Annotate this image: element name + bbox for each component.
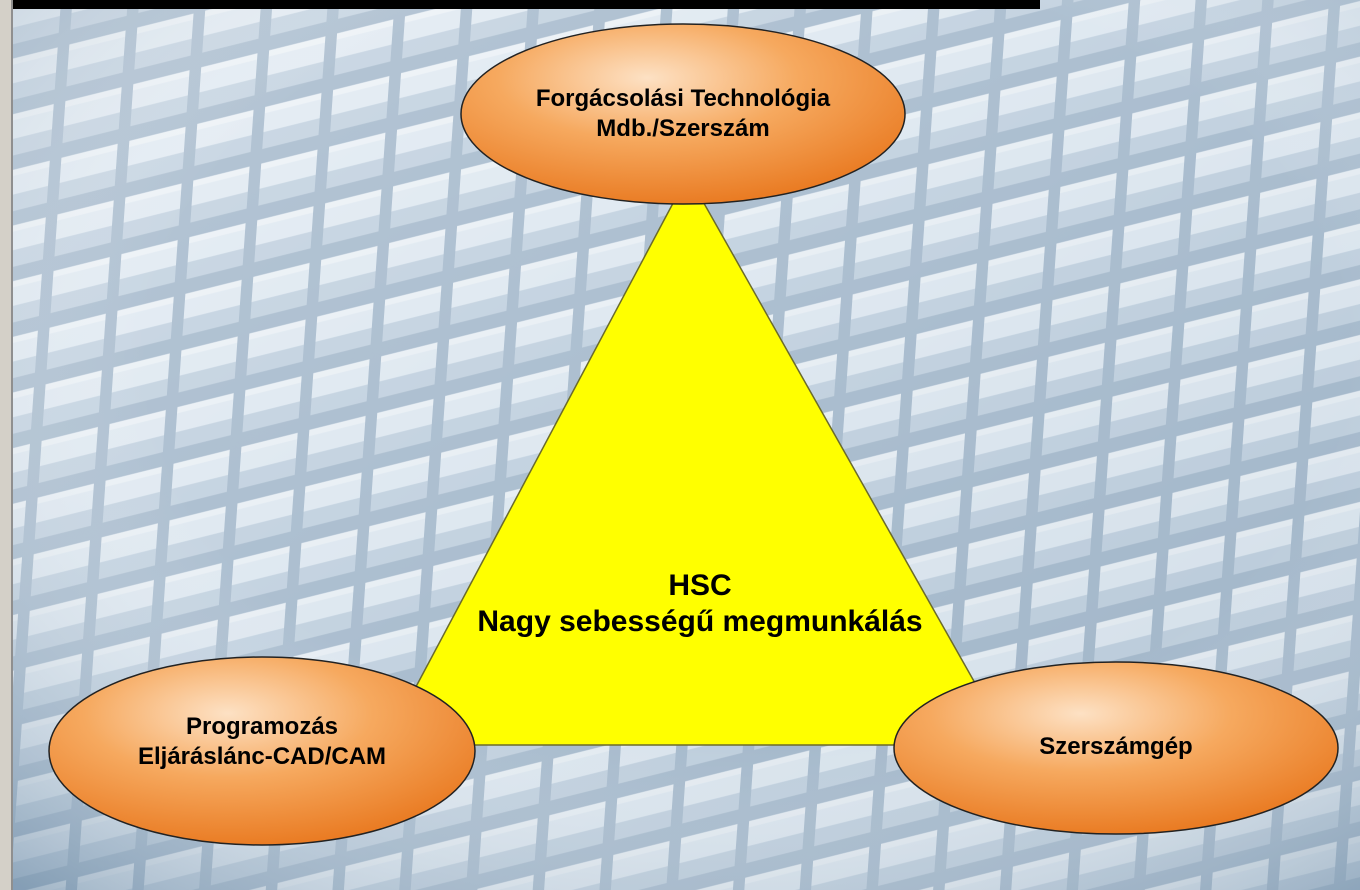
left-strip (0, 0, 11, 890)
hsc-triangle (383, 173, 1012, 746)
node-top-line1: Forgácsolási Technológia (535, 85, 831, 112)
node-top-ellipse (460, 23, 906, 205)
node-left-label: Programozás Eljáráslánc-CAD/CAM (52, 712, 472, 772)
center-line2: Nagy sebességű megmunkálás (477, 605, 923, 638)
node-right-label: Szerszámgép (900, 732, 1332, 762)
center-line1: HSC (668, 569, 732, 602)
node-left-line1: Programozás (185, 713, 339, 740)
node-top-line2: Mdb./Szerszám (596, 115, 770, 142)
node-right-line1: Szerszámgép (1039, 733, 1193, 760)
top-bar (0, 0, 1040, 9)
center-label: HSC Nagy sebességű megmunkálás (380, 568, 1020, 640)
left-strip-edge (11, 0, 13, 890)
node-left-ellipse (48, 656, 476, 846)
node-left-line2: Eljáráslánc-CAD/CAM (137, 743, 387, 770)
node-top-label: Forgácsolási Technológia Mdb./Szerszám (463, 84, 903, 144)
node-right-ellipse (893, 661, 1339, 835)
